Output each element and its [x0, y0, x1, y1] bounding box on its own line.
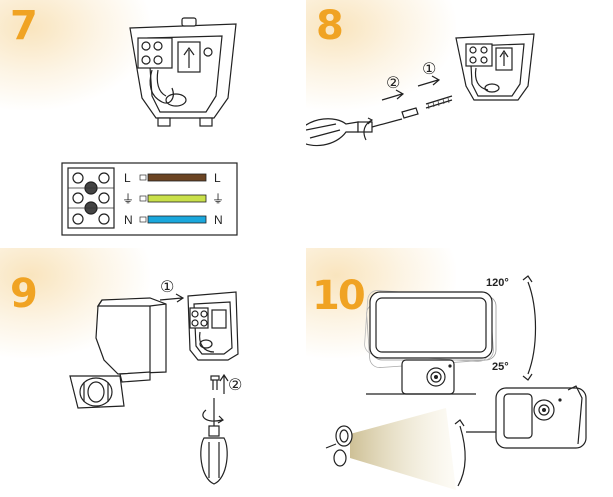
callout-number: ①: [422, 59, 436, 78]
light-panel-tilt: [364, 290, 497, 368]
callout-number: ②: [386, 73, 400, 92]
wire-row-live: L L: [124, 171, 221, 185]
terminal-symbol-left: ⏚: [122, 192, 134, 206]
step-9-illustration: ① ②: [69, 277, 242, 485]
wire-row-neutral: N N: [124, 213, 223, 227]
wire-blue: [147, 215, 207, 224]
step-7-glow: [0, 0, 150, 110]
step-9-number: 9: [10, 271, 38, 317]
screwdriver: [306, 117, 403, 147]
light-beam: [325, 408, 456, 490]
light-fixture: [69, 297, 167, 409]
wiring-diagram: [61, 162, 238, 236]
wire-row-earth: ⏚ ⏚: [122, 192, 224, 206]
callout-arrows: ② ①: [381, 59, 441, 101]
pan-arrow: [454, 419, 466, 487]
junction-box: [187, 291, 239, 361]
step-8-number: 8: [316, 3, 344, 49]
terminal-symbol-right: L: [214, 171, 221, 185]
tilt-angle-up: 120°: [486, 277, 509, 289]
step-10-illustration: 120° 25°: [325, 275, 587, 490]
step-8-illustration: ② ①: [306, 33, 535, 147]
terminal-symbol-right: N: [214, 213, 223, 227]
screw-and-plug: [401, 95, 453, 119]
junction-box: [129, 17, 237, 127]
step-7-panel: 7: [0, 0, 306, 248]
step-8-panel: 8: [306, 0, 613, 248]
callout-number: ②: [228, 375, 242, 394]
callout-arrows: ① ②: [159, 277, 242, 394]
step-8-glow: [306, 0, 456, 110]
tilt-arrow: 120° 25°: [486, 275, 537, 381]
camera-module: [366, 359, 476, 395]
screwdriver: [200, 398, 228, 485]
wire-brown: [147, 173, 207, 182]
screw: [210, 375, 220, 390]
wire-green-yellow: [147, 194, 207, 203]
terminal-symbol-left: L: [124, 171, 131, 185]
terminal-symbol-right: ⏚: [212, 192, 224, 206]
step-10-panel: 10 120° 25°: [306, 248, 613, 497]
terminal-symbol-left: N: [124, 213, 133, 227]
step-7-illustration: L L ⏚ ⏚ N N: [61, 17, 238, 236]
camera-side-view: [466, 385, 587, 449]
step-10-number: 10: [312, 273, 366, 319]
step-9-panel: 9 ① ②: [0, 248, 306, 497]
callout-number: ①: [160, 277, 174, 296]
tilt-angle-down: 25°: [492, 361, 509, 373]
junction-box: [455, 33, 535, 101]
step-7-number: 7: [10, 3, 38, 49]
